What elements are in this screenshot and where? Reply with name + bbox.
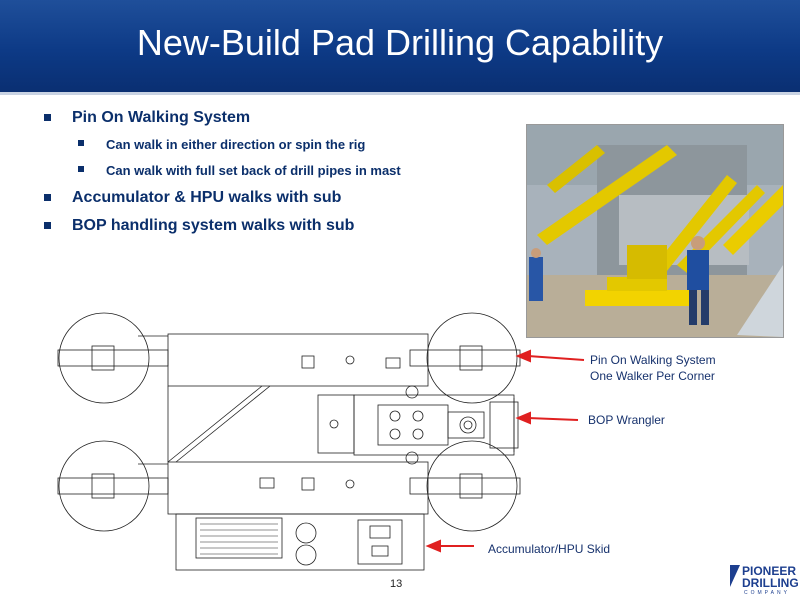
logo-line1: PIONEER (742, 564, 797, 578)
logo-line2: DRILLING (742, 576, 799, 590)
callout-walking-line1: Pin On Walking System (590, 353, 716, 367)
bullet-bop-handling: BOP handling system walks with sub (44, 216, 514, 236)
sub-bullet-setback: Can walk with full set back of drill pip… (44, 162, 514, 179)
callout-walking-system: Pin On Walking System One Walker Per Cor… (590, 352, 716, 384)
title-rule (0, 92, 800, 95)
bullet-text: Accumulator & HPU walks with sub (72, 189, 342, 206)
bullet-square-icon (78, 140, 84, 146)
sub-bullet-walk-direction: Can walk in either direction or spin the… (44, 136, 514, 153)
bullet-square-icon (44, 114, 51, 121)
bullet-square-icon (78, 166, 84, 172)
callout-bop-wrangler: BOP Wrangler (588, 413, 665, 427)
rig-walker-photo (526, 124, 784, 338)
bullet-square-icon (44, 222, 51, 229)
callout-accumulator: Accumulator/HPU Skid (488, 542, 611, 556)
bullet-accumulator: Accumulator & HPU walks with sub (44, 188, 514, 208)
bullet-walking-system: Pin On Walking System (44, 108, 514, 128)
pioneer-drilling-logo: PIONEER DRILLING COMPANY (730, 562, 800, 596)
title-banner (0, 0, 800, 92)
logo-mark-icon (730, 565, 740, 587)
slide-title: New-Build Pad Drilling Capability (136, 22, 664, 63)
bullet-list: Pin On Walking System Can walk in either… (44, 108, 514, 244)
bullet-text: Pin On Walking System (72, 109, 251, 126)
sub-bullet-text: Can walk with full set back of drill pip… (106, 163, 401, 178)
sub-bullet-text: Can walk in either direction or spin the… (106, 137, 366, 152)
page-number: 13 (390, 578, 403, 590)
callout-walking-line2: One Walker Per Corner (590, 369, 715, 383)
bullet-square-icon (44, 194, 51, 201)
rig-photo-illustration (527, 125, 783, 337)
bullet-text: BOP handling system walks with sub (72, 217, 355, 234)
logo-line3: COMPANY (744, 590, 790, 596)
